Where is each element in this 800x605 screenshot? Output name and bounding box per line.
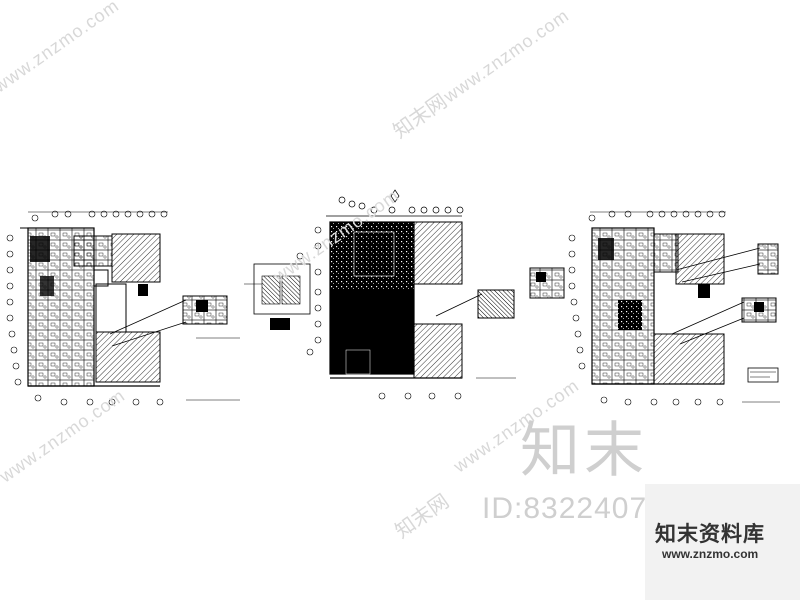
right-column-grid-bottom [600, 396, 724, 406]
middle-callout-detail [435, 289, 516, 379]
right-floor-plan [529, 210, 780, 406]
middle-hatched-wing-bottom [413, 323, 463, 379]
left-column-grid-bottom [34, 394, 164, 406]
middle-hatched-wing-top [413, 221, 463, 285]
middle-column-grid-bottom [378, 392, 462, 400]
left-column-grid-side [6, 234, 22, 386]
left-hatched-wing-top [111, 233, 161, 283]
middle-column-grid-side [296, 226, 322, 356]
brand-name: 知末资料库 [655, 522, 765, 546]
left-callout-detail [109, 295, 240, 401]
right-column-grid-top [588, 210, 726, 222]
middle-floor-plan [244, 189, 516, 400]
right-hatched-wing-bottom [653, 333, 725, 385]
left-column-grid-top [31, 210, 168, 222]
middle-north-markers [338, 189, 464, 214]
left-floor-plan [6, 210, 240, 406]
middle-stair-detail [244, 263, 311, 330]
brand-url: www.znzmo.com [662, 547, 759, 561]
watermark-logo: 知末 [520, 416, 648, 486]
left-hatched-wing-bottom [95, 331, 161, 383]
brand-badge [645, 484, 800, 600]
right-callout-details [529, 243, 780, 403]
right-hatched-wing-top [675, 233, 725, 285]
right-column-grid-side [568, 234, 586, 370]
middle-solid-fill [330, 290, 414, 374]
